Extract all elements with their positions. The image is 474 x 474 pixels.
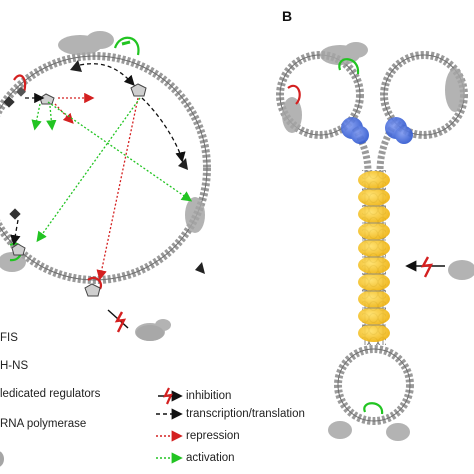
legend-transcription-label: transcription/translation <box>186 408 305 420</box>
rna-polymerase-blobs <box>0 31 205 341</box>
legend-hns-label: H-NS <box>0 360 29 372</box>
regulator-pentagon <box>130 83 147 97</box>
panel-a <box>0 31 211 341</box>
legend-left-symbols <box>0 451 4 467</box>
transcription-arrows <box>10 63 186 246</box>
rna-polymerase-legend-icon <box>0 451 4 467</box>
legend-rna-polymerase-label: RNA polymerase <box>0 418 87 430</box>
repression-arrows <box>54 92 139 281</box>
activation-arrows <box>31 97 193 243</box>
activation-loop <box>113 36 140 56</box>
legend-repression-label: repression <box>186 430 240 442</box>
legend-fis-label: FIS <box>0 332 18 344</box>
legend-dedicated-regulators-label: ledicated regulators <box>0 388 101 400</box>
panel-b <box>276 42 474 441</box>
fis-proteins <box>341 117 413 144</box>
legend-inhibition-label: inhibition <box>186 390 232 402</box>
hns-proteins <box>358 171 390 342</box>
circular-chromosome <box>0 52 211 284</box>
regulator-triangle <box>70 60 82 72</box>
legend-activation-label: activation <box>186 452 235 464</box>
legend-right-symbols <box>156 387 183 464</box>
panel-b-label: B <box>282 8 293 24</box>
inhibition-symbol <box>107 309 164 341</box>
inhibition-symbol-b <box>405 256 445 278</box>
